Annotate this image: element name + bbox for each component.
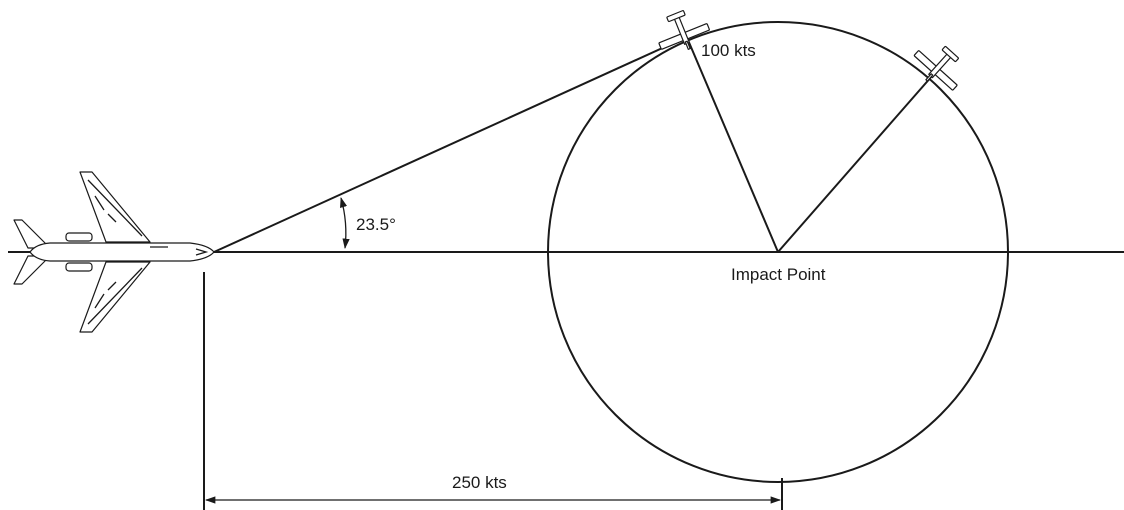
radius-line-right [777,75,933,253]
small-aircraft-speed-label: 100 kts [701,41,756,60]
intercept-circle [547,21,1009,483]
jet-speed-label: 250 kts [452,473,507,492]
jet-aircraft-icon [13,171,215,333]
radius-line-left [687,39,779,253]
impact-point-label: Impact Point [731,265,826,284]
line-of-sight [213,39,681,253]
small-aircraft-icon-top [658,10,710,50]
angle-arc [340,196,350,250]
small-aircraft-icon-right [913,45,959,91]
angle-label: 23.5° [356,215,396,234]
